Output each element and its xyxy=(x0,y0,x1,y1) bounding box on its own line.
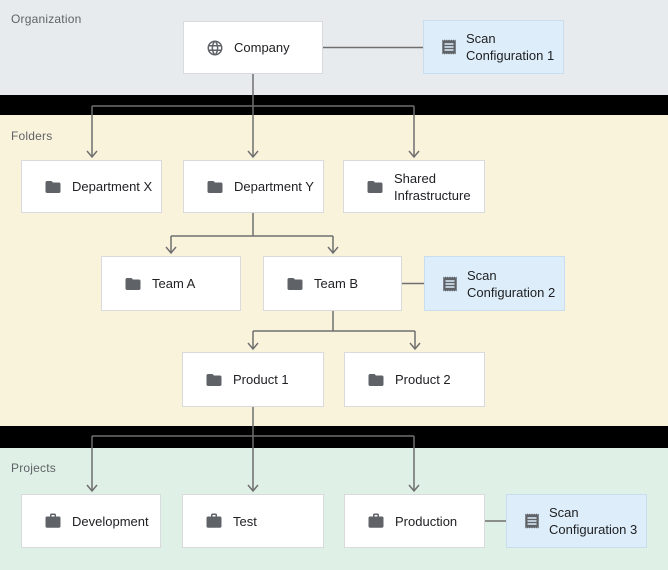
section-organization xyxy=(0,0,668,95)
node-label: Development xyxy=(72,513,149,529)
node-product-2: Product 2 xyxy=(344,352,485,407)
folder-icon xyxy=(44,178,62,196)
folder-icon xyxy=(206,178,224,196)
folder-icon xyxy=(366,178,384,196)
node-test: Test xyxy=(182,494,324,548)
receipt-icon xyxy=(523,512,541,530)
node-label: Scan Configuration 1 xyxy=(466,31,555,63)
folder-icon xyxy=(205,371,223,389)
briefcase-icon xyxy=(367,512,385,530)
folder-icon xyxy=(286,275,304,293)
node-label: Company xyxy=(234,40,290,55)
node-department-x: Department X xyxy=(21,160,162,213)
node-company: Company xyxy=(183,21,323,74)
node-scan-configuration-3: Scan Configuration 3 xyxy=(506,494,647,548)
node-label: Test xyxy=(233,513,257,529)
node-label: Department X xyxy=(72,179,153,194)
node-label: Team A xyxy=(152,276,196,291)
node-label: Scan Configuration 3 xyxy=(549,505,638,537)
node-label: Product 2 xyxy=(395,372,451,387)
receipt-icon xyxy=(441,275,459,293)
node-label: Department Y xyxy=(234,179,314,194)
section-separator xyxy=(0,95,668,115)
folder-icon xyxy=(367,371,385,389)
node-team-a: Team A xyxy=(101,256,241,311)
node-label: Product 1 xyxy=(233,372,289,387)
node-scan-configuration-1: Scan Configuration 1 xyxy=(423,20,564,74)
node-label: Team B xyxy=(314,276,359,291)
section-separator xyxy=(0,426,668,448)
node-label: Shared Infrastructure xyxy=(394,170,471,203)
section-label-organization: Organization xyxy=(11,12,82,26)
globe-icon xyxy=(206,39,224,57)
node-label: Production xyxy=(395,513,458,529)
node-development: Development xyxy=(21,494,161,548)
node-product-1: Product 1 xyxy=(182,352,324,407)
node-production: Production xyxy=(344,494,485,548)
node-department-y: Department Y xyxy=(183,160,324,213)
node-team-b: Team B xyxy=(263,256,402,311)
section-label-projects: Projects xyxy=(11,461,56,475)
node-label: Scan Configuration 2 xyxy=(467,267,556,300)
briefcase-icon xyxy=(44,512,62,530)
node-shared-infrastructure: Shared Infrastructure xyxy=(343,160,485,213)
folder-icon xyxy=(124,275,142,293)
briefcase-icon xyxy=(205,512,223,530)
node-scan-configuration-2: Scan Configuration 2 xyxy=(424,256,565,311)
section-label-folders: Folders xyxy=(11,129,53,143)
receipt-icon xyxy=(440,38,458,56)
